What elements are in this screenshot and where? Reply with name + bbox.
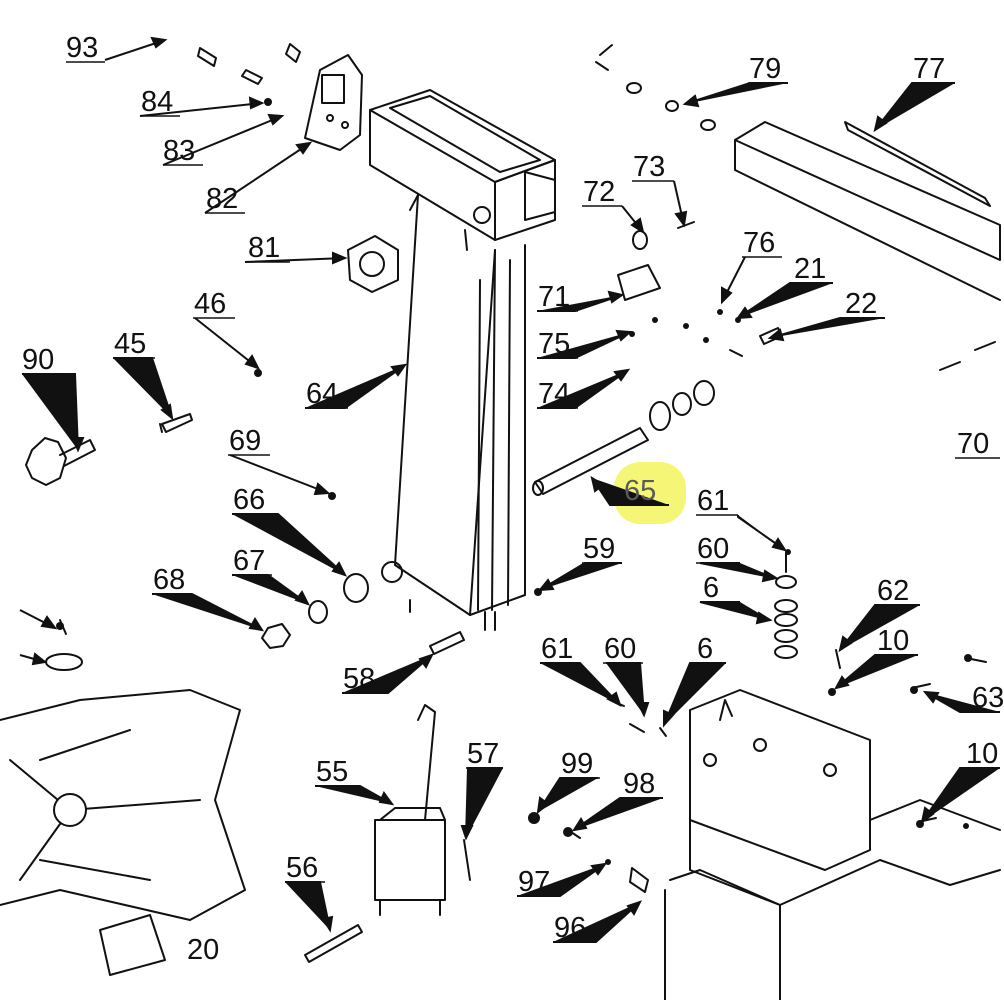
label-60-lower: 60 — [604, 633, 637, 665]
housing — [664, 689, 1001, 1000]
label-57: 57 — [467, 738, 500, 770]
label-22: 22 — [845, 288, 878, 320]
label-10-upper: 10 — [877, 625, 910, 657]
label-93: 93 — [66, 32, 99, 64]
label-6-upper: 6 — [703, 572, 720, 604]
label-98: 98 — [623, 768, 656, 800]
label-99: 99 — [561, 748, 594, 780]
label-6-lower: 6 — [697, 633, 714, 665]
label-66: 66 — [233, 484, 266, 516]
knob-90 — [25, 437, 96, 486]
label-90: 90 — [22, 344, 55, 376]
label-73: 73 — [633, 151, 666, 183]
label-56: 56 — [286, 852, 319, 884]
label-46: 46 — [194, 288, 227, 320]
label-97: 97 — [518, 866, 551, 898]
label-96: 96 — [554, 912, 587, 944]
label-82: 82 — [206, 183, 239, 215]
label-83: 83 — [163, 135, 196, 167]
plate-82 — [304, 54, 363, 151]
label-59: 59 — [583, 533, 616, 565]
column-64 — [369, 89, 556, 631]
label-61-lower: 61 — [541, 633, 574, 665]
label-20: 20 — [187, 934, 220, 966]
label-77: 77 — [913, 53, 946, 85]
label-79: 79 — [749, 53, 782, 85]
turntable-20 — [0, 689, 246, 976]
label-72: 72 — [583, 176, 616, 208]
label-58: 58 — [343, 663, 376, 695]
label-84: 84 — [141, 86, 174, 118]
bracket-81 — [347, 235, 399, 293]
label-64: 64 — [306, 378, 339, 410]
label-61-upper: 61 — [697, 485, 730, 517]
label-67: 67 — [233, 545, 266, 577]
label-21: 21 — [794, 253, 827, 285]
washer-stack — [774, 551, 798, 659]
label-71: 71 — [538, 281, 571, 313]
shaft-65 — [532, 380, 715, 496]
label-62: 62 — [877, 575, 910, 607]
label-60-upper: 60 — [697, 533, 730, 565]
label-65: 65 — [624, 475, 657, 507]
label-69: 69 — [229, 425, 262, 457]
label-10-lower: 10 — [966, 738, 999, 770]
label-75: 75 — [538, 328, 571, 360]
label-74: 74 — [538, 378, 571, 410]
label-63: 63 — [972, 682, 1004, 714]
label-76: 76 — [743, 227, 776, 259]
label-81: 81 — [248, 232, 281, 264]
beam-77 — [734, 121, 1001, 301]
label-45: 45 — [114, 328, 147, 360]
label-55: 55 — [316, 756, 349, 788]
label-68: 68 — [153, 564, 186, 596]
cylinder-55 — [374, 704, 446, 916]
label-70: 70 — [957, 428, 990, 460]
